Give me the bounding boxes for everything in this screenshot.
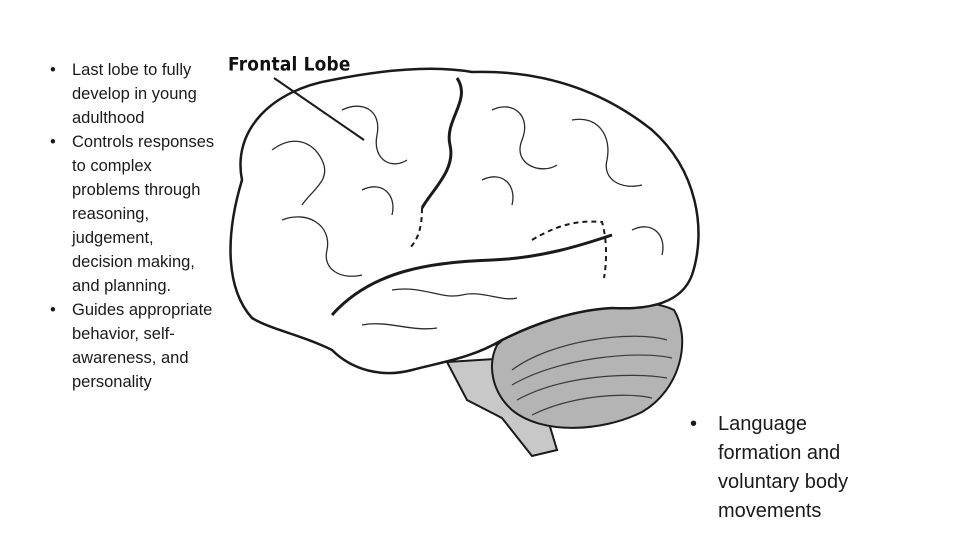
fact-item: • Controls responses to complex problems … [50,130,215,298]
caption-pointer [273,77,365,141]
lobe-boundaries [409,207,608,279]
bullet-icon: • [50,61,56,79]
fact-text: Guides appropriate behavior, self-awaren… [72,301,213,391]
lateral-fissure [330,233,613,316]
bullet-icon: • [690,413,698,435]
brain-diagram [229,67,700,458]
gyri [271,105,664,330]
cerebrum [229,67,700,375]
central-sulcus [420,77,463,209]
fact-item: • Guides appropriate behavior, self-aware… [50,298,215,394]
bullet-icon: • [50,133,56,151]
cerebellum-folds [511,335,673,416]
fact-item: • Language formation and voluntary body m… [690,410,890,526]
frontal-lobe-caption: Frontal Lobe [228,54,351,76]
fact-text: Controls responses to complex problems t… [72,133,215,295]
frontal-lobe-facts-list: • Last lobe to fully develop in young adu… [50,58,215,394]
fact-item: • Last lobe to fully develop in young adu… [50,58,215,130]
fact-text: Last lobe to fully develop in young adul… [72,61,197,127]
fact-text: Language formation and voluntary body mo… [718,413,849,522]
bullet-icon: • [50,301,56,319]
right-facts-list: • Language formation and voluntary body m… [690,410,890,526]
